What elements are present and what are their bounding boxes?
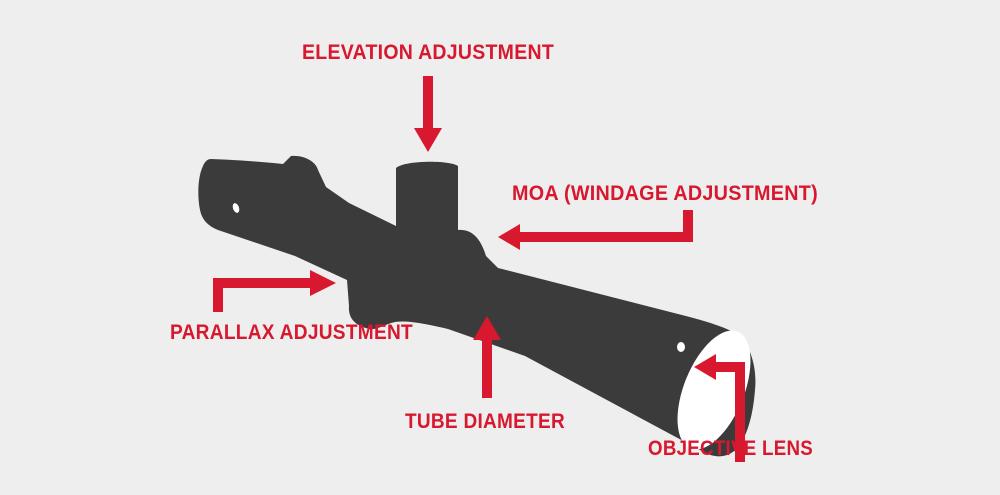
label-moa-windage-adjustment: MOA (WINDAGE ADJUSTMENT) [512, 182, 818, 205]
label-parallax-adjustment: PARALLAX ADJUSTMENT [170, 321, 413, 344]
objective-lens-glass [677, 330, 751, 450]
arrows [213, 76, 745, 462]
objective-lens-arrow [694, 354, 745, 462]
eyepiece-hole [232, 203, 240, 213]
label-objective-lens: OBJECTIVE LENS [648, 437, 813, 460]
rifle-scope-silhouette [198, 155, 756, 457]
tube-diameter-arrow [473, 316, 501, 398]
label-elevation-adjustment: ELEVATION ADJUSTMENT [302, 41, 554, 64]
moa-arrow [498, 210, 693, 250]
label-tube-diameter: TUBE DIAMETER [405, 410, 565, 433]
elevation-arrow [414, 76, 442, 152]
parallax-arrow [213, 270, 336, 312]
objective-notch [677, 342, 685, 352]
